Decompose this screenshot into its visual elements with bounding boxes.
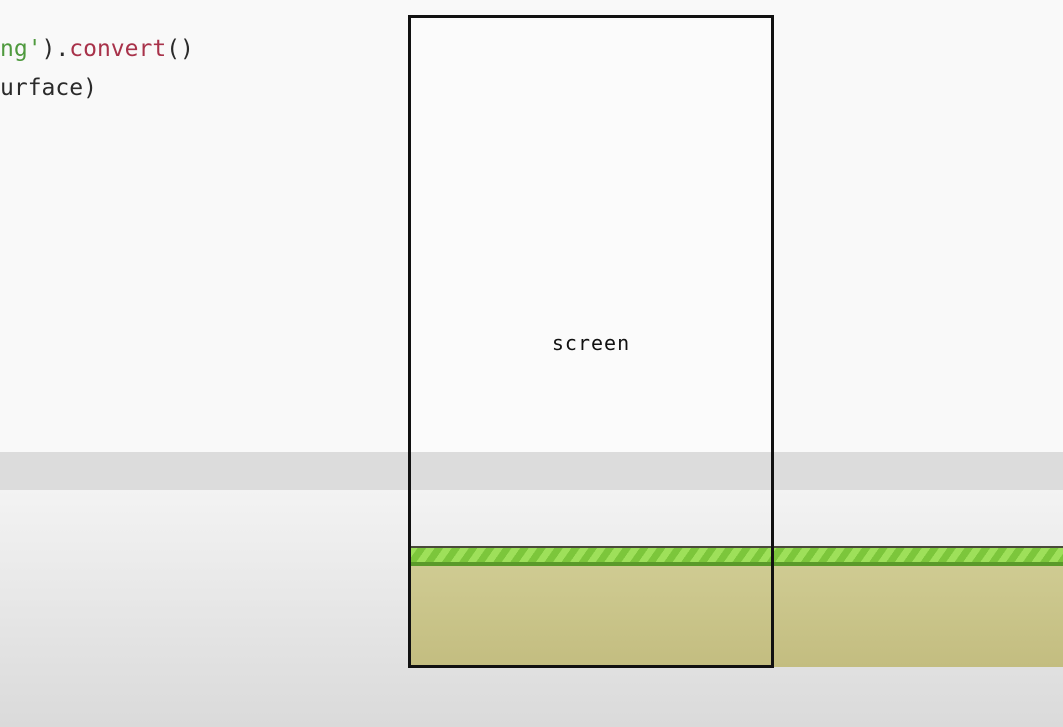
grass-strip: [409, 546, 1063, 566]
background-band: [0, 452, 1063, 490]
punctuation-token: ).: [41, 36, 70, 62]
code-editor: ng').convert() urface): [0, 35, 194, 102]
screen-frame: screen: [408, 15, 774, 668]
string-token: ng': [0, 36, 42, 62]
code-line-1: ng').convert(): [0, 35, 194, 63]
dirt-block: [409, 566, 1063, 667]
identifier-token: urface): [0, 75, 97, 101]
screen-label: screen: [551, 331, 631, 355]
ground-tile: [409, 546, 1063, 667]
code-line-2: urface): [0, 74, 97, 102]
screen-area: [411, 18, 771, 452]
call-parens-token: (): [166, 36, 194, 62]
function-token: convert: [69, 36, 167, 62]
